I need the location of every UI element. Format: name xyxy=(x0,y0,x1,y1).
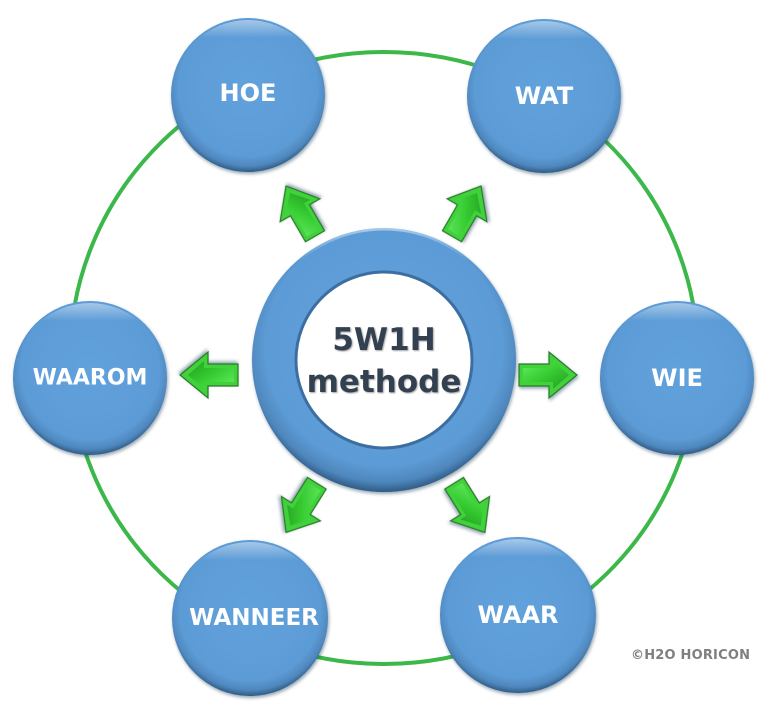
node-hoe-label: HOE xyxy=(220,79,277,107)
node-wat-highlight xyxy=(469,21,619,171)
arrow-to-wie-bevel xyxy=(523,361,569,389)
node-wanneer-label: WANNEER xyxy=(189,605,319,631)
arrow-to-waar xyxy=(444,476,491,534)
node-waarom: WAAROM xyxy=(13,301,167,455)
center-title-line2: methode xyxy=(307,364,462,400)
arrow-to-waarom-bevel xyxy=(188,361,234,389)
arrow-to-hoe xyxy=(279,185,326,243)
copyright-text: ©H2O HORICON xyxy=(631,648,751,663)
node-waarom-label: WAAROM xyxy=(33,366,148,391)
node-waar-highlight xyxy=(442,539,594,691)
node-waarom-highlight xyxy=(15,303,165,453)
arrow-to-wat xyxy=(441,185,488,243)
node-wie-label: WIE xyxy=(651,364,703,392)
node-wat-label: WAT xyxy=(515,82,574,110)
node-hoe-highlight xyxy=(173,20,323,170)
arrows-group xyxy=(179,185,578,534)
center-ring-hole xyxy=(294,270,474,450)
arrow-to-wat-bevel xyxy=(447,192,482,237)
node-hoe: HOE xyxy=(171,18,325,172)
arrow-to-wanneer xyxy=(280,476,327,534)
arrow-to-wie xyxy=(518,350,578,400)
node-wanneer-highlight xyxy=(174,542,326,694)
node-wie-highlight xyxy=(602,303,752,453)
node-waar: WAAR xyxy=(440,537,596,693)
center-ring: 5W1H methode xyxy=(251,227,517,493)
node-waar-label: WAAR xyxy=(477,601,558,629)
arrow-to-waar-bevel xyxy=(450,482,485,526)
arrow-to-waarom xyxy=(179,350,239,400)
node-wat: WAT xyxy=(467,19,621,173)
center-title-line1: 5W1H xyxy=(332,322,435,358)
node-wanneer: WANNEER xyxy=(172,540,328,696)
arrow-to-wanneer-bevel xyxy=(286,482,321,526)
center-ring-highlight xyxy=(251,227,517,493)
arrow-to-hoe-bevel xyxy=(285,192,320,237)
node-wie: WIE xyxy=(600,301,754,455)
